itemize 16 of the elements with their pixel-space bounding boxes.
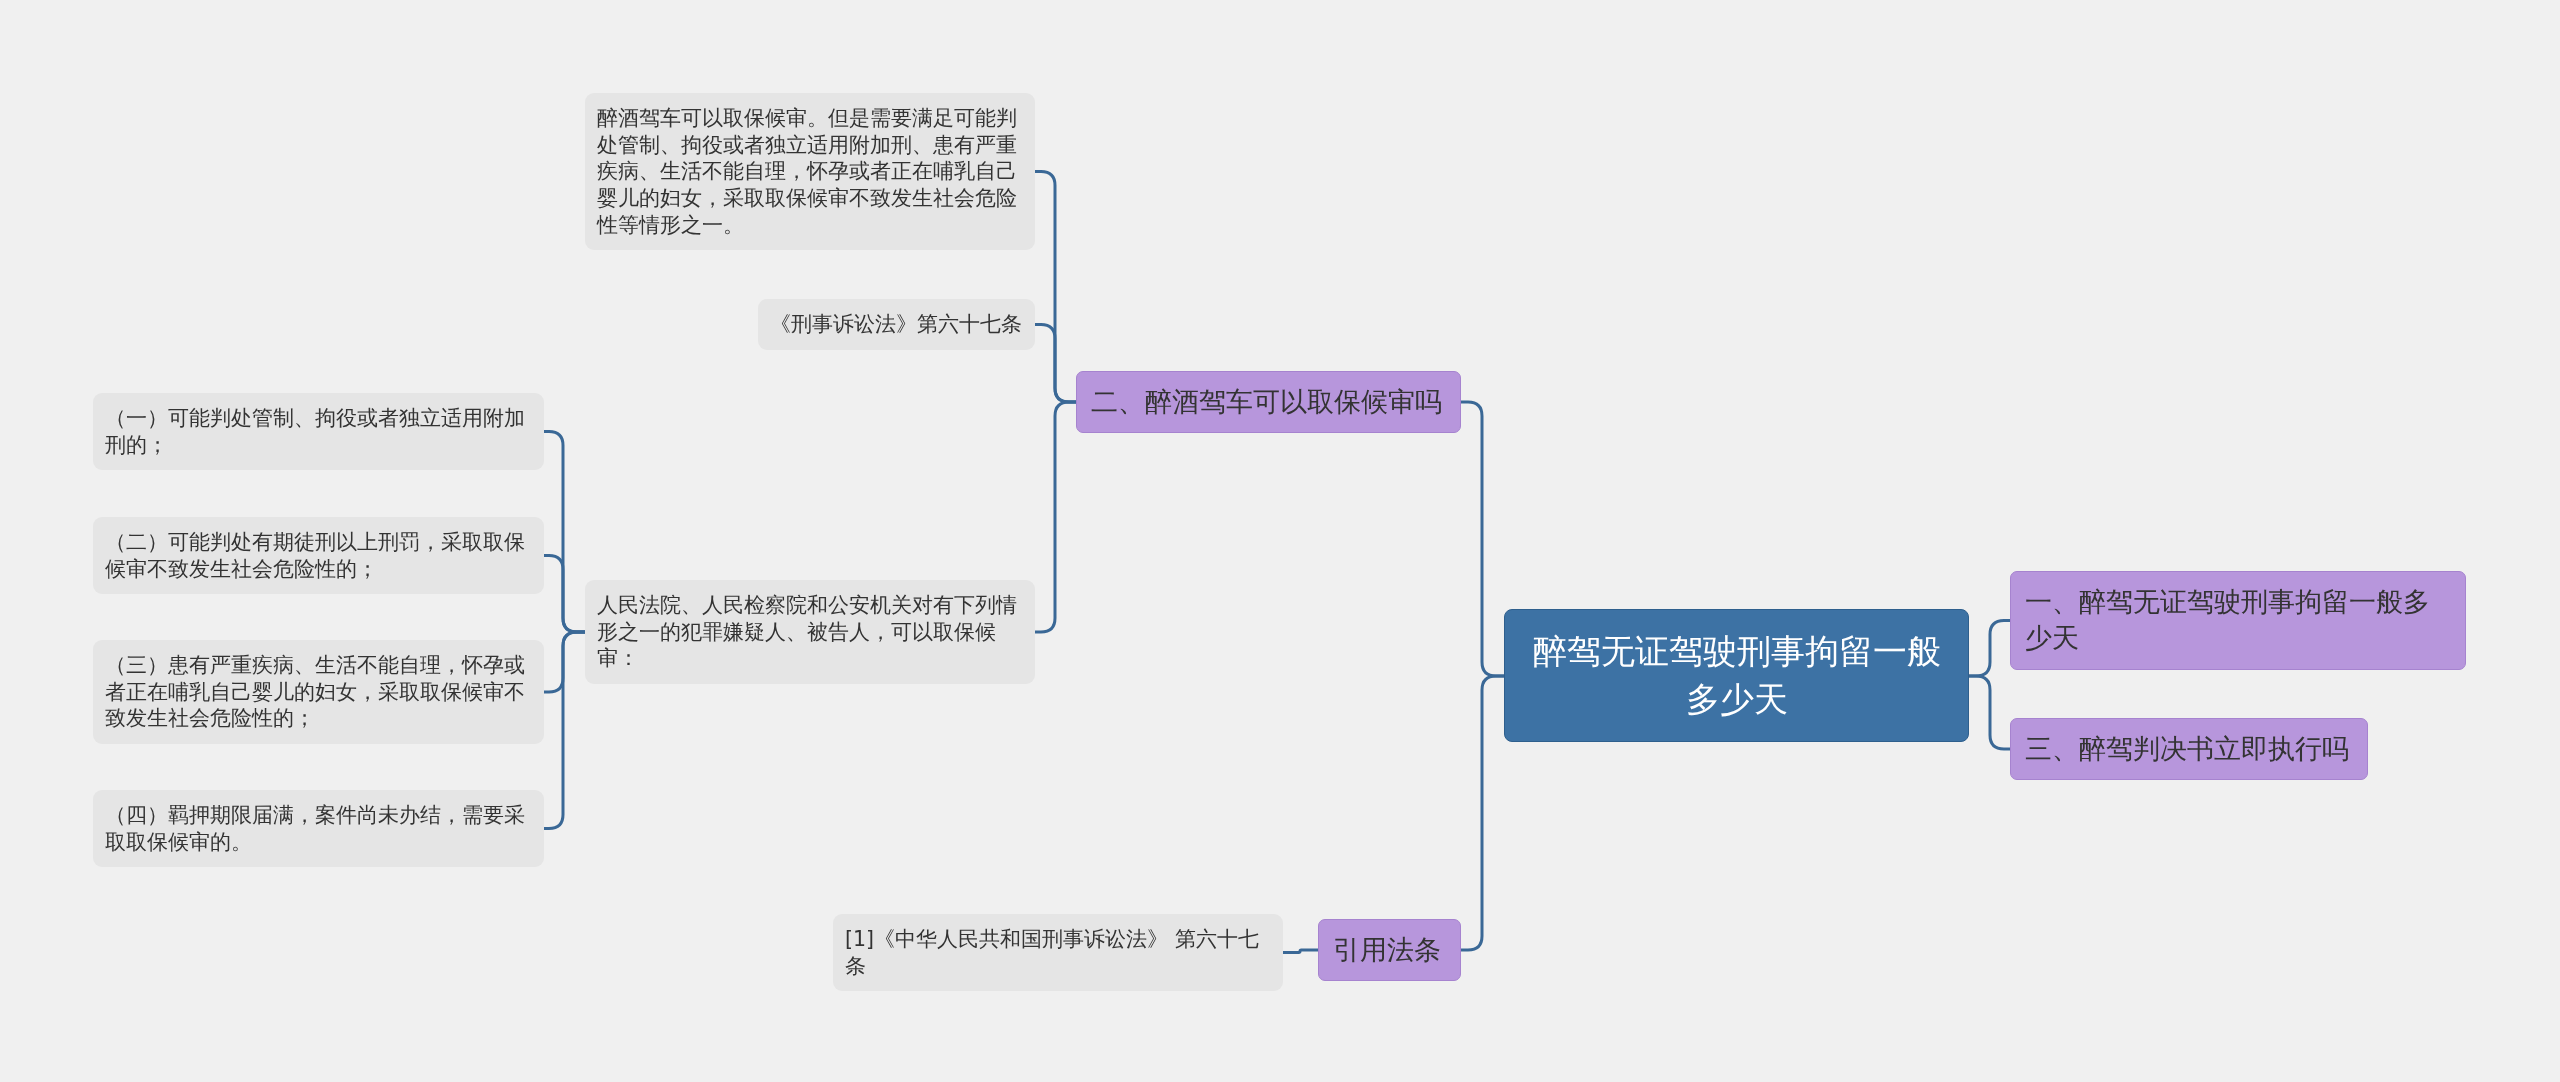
text-card: （一）可能判处管制、拘役或者独立适用附加刑的； bbox=[93, 393, 544, 471]
text-card: （四）羁押期限届满，案件尚未办结，需要采取取保候审的。 bbox=[93, 790, 544, 868]
topic-box: 引用法条 bbox=[1318, 919, 1461, 982]
connector bbox=[1461, 674, 1504, 952]
topic-box: 三、醉驾判决书立即执行吗 bbox=[2010, 718, 2368, 781]
topic-box: 一、醉驾无证驾驶刑事拘留一般多少天 bbox=[2010, 571, 2466, 670]
text-card: [1]《中华人民共和国刑事诉讼法》 第六十七条 bbox=[833, 914, 1283, 992]
text-card: （二）可能判处有期徒刑以上刑罚，采取取保候审不致发生社会危险性的； bbox=[93, 517, 544, 595]
text-card: 《刑事诉讼法》第六十七条 bbox=[758, 299, 1035, 350]
text-card: 人民法院、人民检察院和公安机关对有下列情形之一的犯罪嫌疑人、被告人，可以取保候审： bbox=[585, 580, 1035, 684]
text-card: （三）患有严重疾病、生活不能自理，怀孕或者正在哺乳自己婴儿的妇女，采取取保候审不致发生社会危险性的； bbox=[93, 640, 544, 744]
connector bbox=[1283, 948, 1318, 954]
connector bbox=[544, 630, 585, 830]
text-card: 醉酒驾车可以取保候审。但是需要满足可能判处管制、拘役或者独立适用附加刑、患有严重疾病、生活不能自理，怀孕或者正在哺乳自己婴儿的妇女，采取取保候审不致发生社会危险性等情形之一。 bbox=[585, 93, 1035, 251]
central-topic-box: 醉驾无证驾驶刑事拘留一般多少天 bbox=[1504, 609, 1969, 743]
topic-box: 二、醉酒驾车可以取保候审吗 bbox=[1076, 371, 1461, 434]
